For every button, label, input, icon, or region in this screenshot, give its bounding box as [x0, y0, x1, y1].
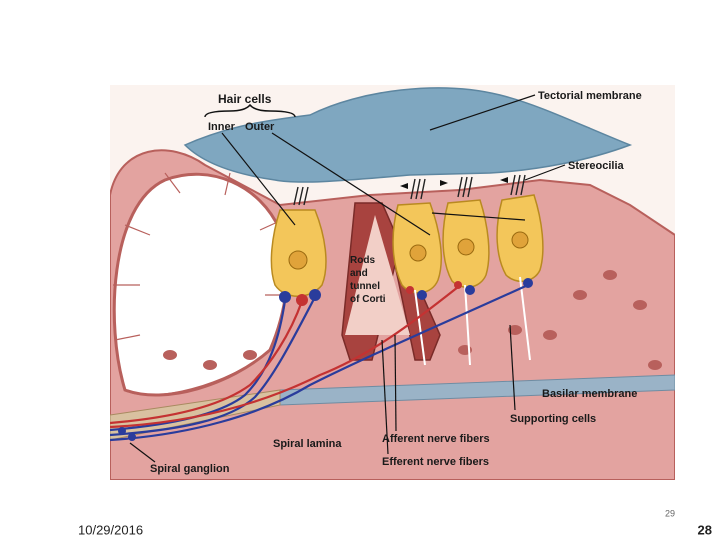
label-tectorial-membrane: Tectorial membrane: [538, 90, 642, 102]
leader-stereocilia: [524, 164, 566, 181]
slide-page-label: 29: [665, 508, 676, 519]
label-basilar-membrane: Basilar membrane: [542, 388, 637, 400]
spiral-limbus: [112, 172, 289, 397]
leader-spiral-ganglion: [129, 442, 156, 463]
label-afferent: Afferent nerve fibers: [382, 433, 490, 445]
tectorial-membrane: [183, 87, 633, 183]
leader-tectorial: [429, 94, 536, 131]
limbus-cells: [113, 172, 290, 396]
nerve-endings: [279, 278, 533, 306]
label-spiral-ganglion: Spiral ganglion: [150, 463, 230, 475]
label-rods-1: Rods: [350, 255, 375, 266]
label-inner: Inner: [208, 121, 236, 133]
hair-cells-brace: [204, 103, 296, 118]
organ-of-corti-diagram: Hair cells Inner Outer Tectorial membran…: [110, 87, 675, 480]
label-rods-4: of Corti: [350, 294, 386, 305]
leader-afferent: [394, 334, 397, 432]
efferent-fibers: [110, 286, 459, 429]
tissue-nuclei: [163, 270, 662, 370]
label-rods-3: tunnel: [350, 281, 380, 292]
hair-cell-nuclei: [288, 231, 529, 270]
label-rods-2: and: [350, 268, 368, 279]
motion-arrows: [400, 177, 508, 189]
tunnel-of-corti: [345, 215, 410, 335]
label-stereocilia: Stereocilia: [568, 160, 625, 172]
leader-efferent: [381, 339, 389, 455]
leader-outer-cells: [431, 212, 526, 221]
slide-number: 28: [697, 522, 712, 538]
spiral-ganglion-cells: [118, 427, 136, 441]
label-spiral-lamina: Spiral lamina: [273, 438, 342, 450]
leader-inner: [221, 132, 296, 226]
label-hair-cells: Hair cells: [218, 92, 272, 106]
organ-of-corti-figure: Hair cells Inner Outer Tectorial membran…: [110, 85, 675, 480]
footer-date: 10/29/2016: [78, 522, 144, 538]
leader-supporting: [509, 324, 516, 411]
spiral-lamina-shape: [110, 389, 281, 441]
label-efferent: Efferent nerve fibers: [382, 456, 489, 468]
leader-outer: [271, 132, 431, 236]
label-outer: Outer: [245, 121, 275, 133]
stereocilia-bundles: [293, 174, 526, 206]
afferent-fibers: [110, 283, 529, 442]
label-supporting-cells: Supporting cells: [510, 413, 596, 425]
supporting-cell-stalks: [414, 276, 531, 366]
